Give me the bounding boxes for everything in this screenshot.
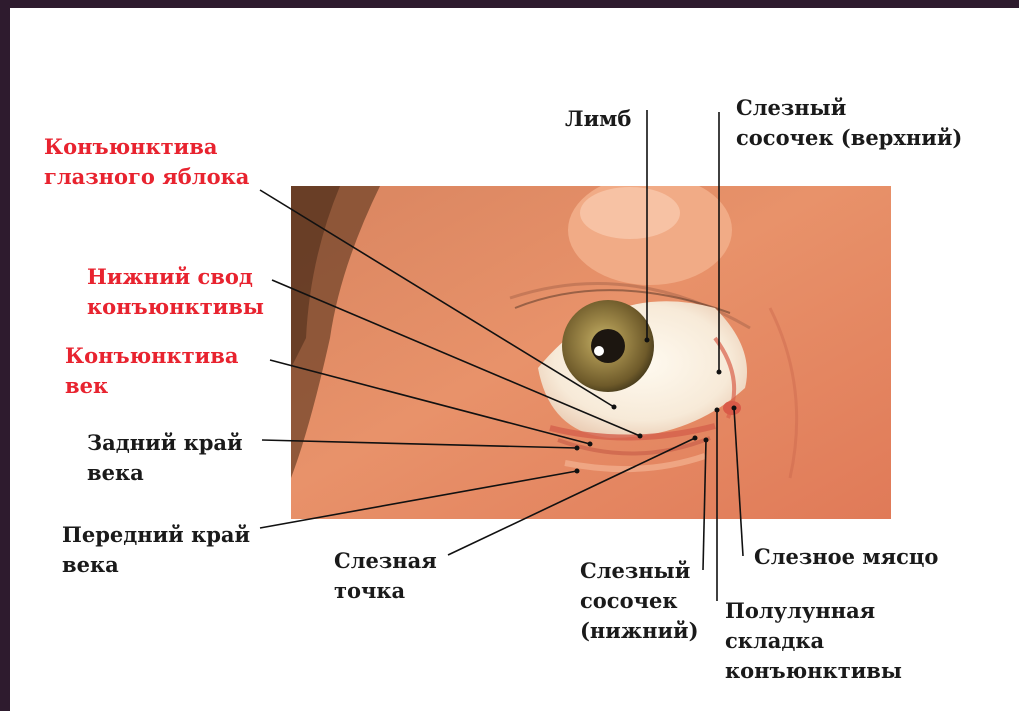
label-lac-caruncle: Слезное мясцо	[754, 542, 938, 572]
label-limbus: Лимб	[565, 104, 631, 134]
eye-photo	[291, 175, 891, 519]
